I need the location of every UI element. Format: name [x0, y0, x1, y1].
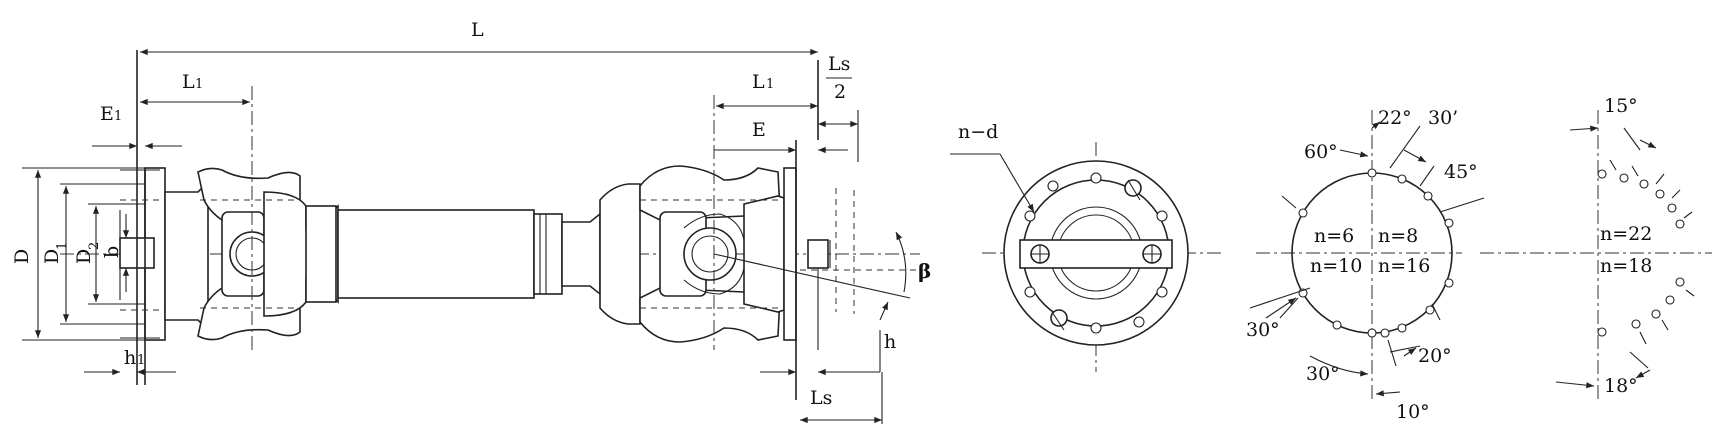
angle-15-label: 15° — [1604, 95, 1638, 117]
dim-D2-label: D — [73, 249, 95, 264]
angle-30-bottom-label: 30° — [1306, 363, 1340, 385]
angle-60-label: 60° — [1304, 141, 1338, 163]
dim-D1-sub: 1 — [55, 242, 70, 250]
dim-D1-label: D — [41, 249, 63, 264]
angle-30-left-label: 30° — [1246, 319, 1280, 341]
dim-L1-right-label: L — [752, 71, 765, 93]
dim-L1-left-sub: 1 — [195, 77, 203, 92]
dim-L1-right-sub: 1 — [766, 77, 774, 92]
angle-beta-label: β — [918, 259, 931, 283]
dim-Ls-half-numerator: Ls — [828, 53, 850, 75]
dim-L1-left-label: L — [182, 71, 195, 93]
label-n16: n=16 — [1378, 255, 1430, 277]
dim-h1-sub: 1 — [137, 353, 145, 368]
angle-30min-label: 30’ — [1428, 107, 1458, 129]
dim-D-label: D — [11, 249, 33, 264]
dim-h-label: h — [884, 331, 896, 353]
dim-D2-sub: 2 — [87, 242, 102, 250]
dim-L-label: L — [471, 19, 484, 41]
dim-E1-label: E — [100, 103, 114, 125]
bolt-pattern-18-22: 15° n=22 n=18 18° — [1480, 95, 1712, 400]
dim-Ls-half-denominator: 2 — [834, 81, 846, 103]
angle-18-label: 18° — [1604, 375, 1638, 397]
dimension-lines: L L 1 L 1 Ls 2 E E 1 D D 1 — [11, 19, 931, 424]
dim-E1-sub: 1 — [114, 109, 122, 124]
bolt-pattern-6-16: 22° 30’ 60° 45° n=6 n=8 n=10 n=16 30° 30… — [1246, 107, 1485, 423]
label-n22: n=22 — [1600, 223, 1652, 245]
angle-10-label: 10° — [1396, 401, 1430, 423]
dim-Ls-label: Ls — [810, 387, 832, 409]
angle-45-label: 45° — [1444, 161, 1478, 183]
flange-face-view: n−d — [950, 121, 1222, 372]
label-n6: n=6 — [1314, 225, 1354, 247]
cardan-shaft-side-view — [60, 50, 920, 400]
label-n8: n=8 — [1378, 225, 1418, 247]
angle-22-label: 22° — [1378, 107, 1412, 129]
label-n18: n=18 — [1600, 255, 1652, 277]
dim-E-label: E — [752, 119, 766, 141]
label-n10: n=10 — [1310, 255, 1362, 277]
angle-20-label: 20° — [1418, 345, 1452, 367]
dim-h1-label: h — [124, 347, 136, 369]
label-n-d: n−d — [958, 121, 998, 143]
dim-b-label: b — [101, 246, 123, 258]
